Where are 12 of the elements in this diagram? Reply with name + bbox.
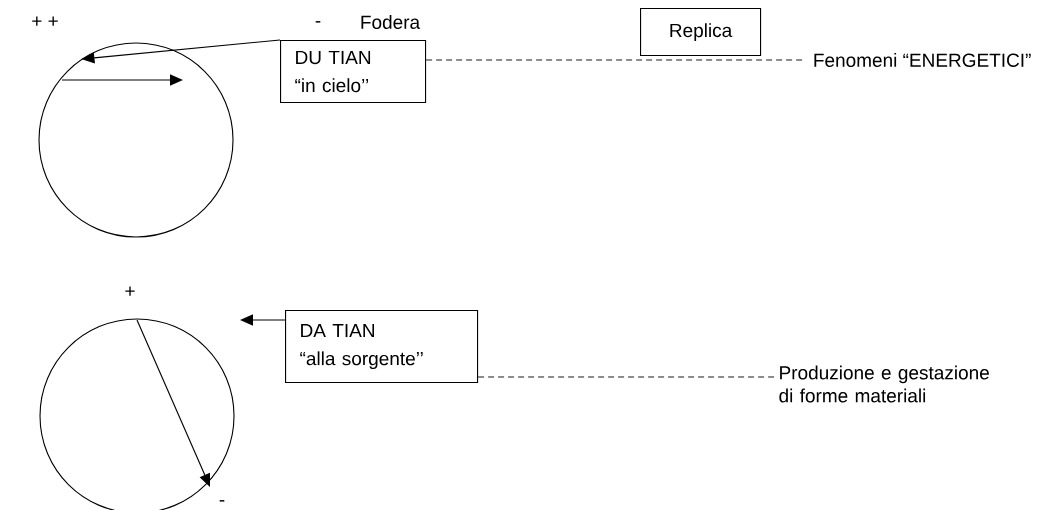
note-text: Fenomeni “ENERGETICI”	[814, 53, 1031, 67]
note-text: Produzione e gestazione di forme materiali	[779, 365, 989, 403]
text-box: DA TIAN “alla sorgente’’	[285, 310, 479, 384]
polarity-sign: + +	[32, 16, 58, 26]
circle	[38, 42, 234, 238]
text-box: Replica	[640, 8, 762, 57]
polarity-sign: -	[315, 21, 321, 23]
connector	[240, 314, 286, 326]
polarity-sign: +	[125, 286, 135, 296]
polarity-sign: -	[219, 500, 225, 502]
text-box: DU TIAN “in cielo’’	[280, 40, 427, 104]
box-heading: Fodera	[361, 15, 421, 29]
